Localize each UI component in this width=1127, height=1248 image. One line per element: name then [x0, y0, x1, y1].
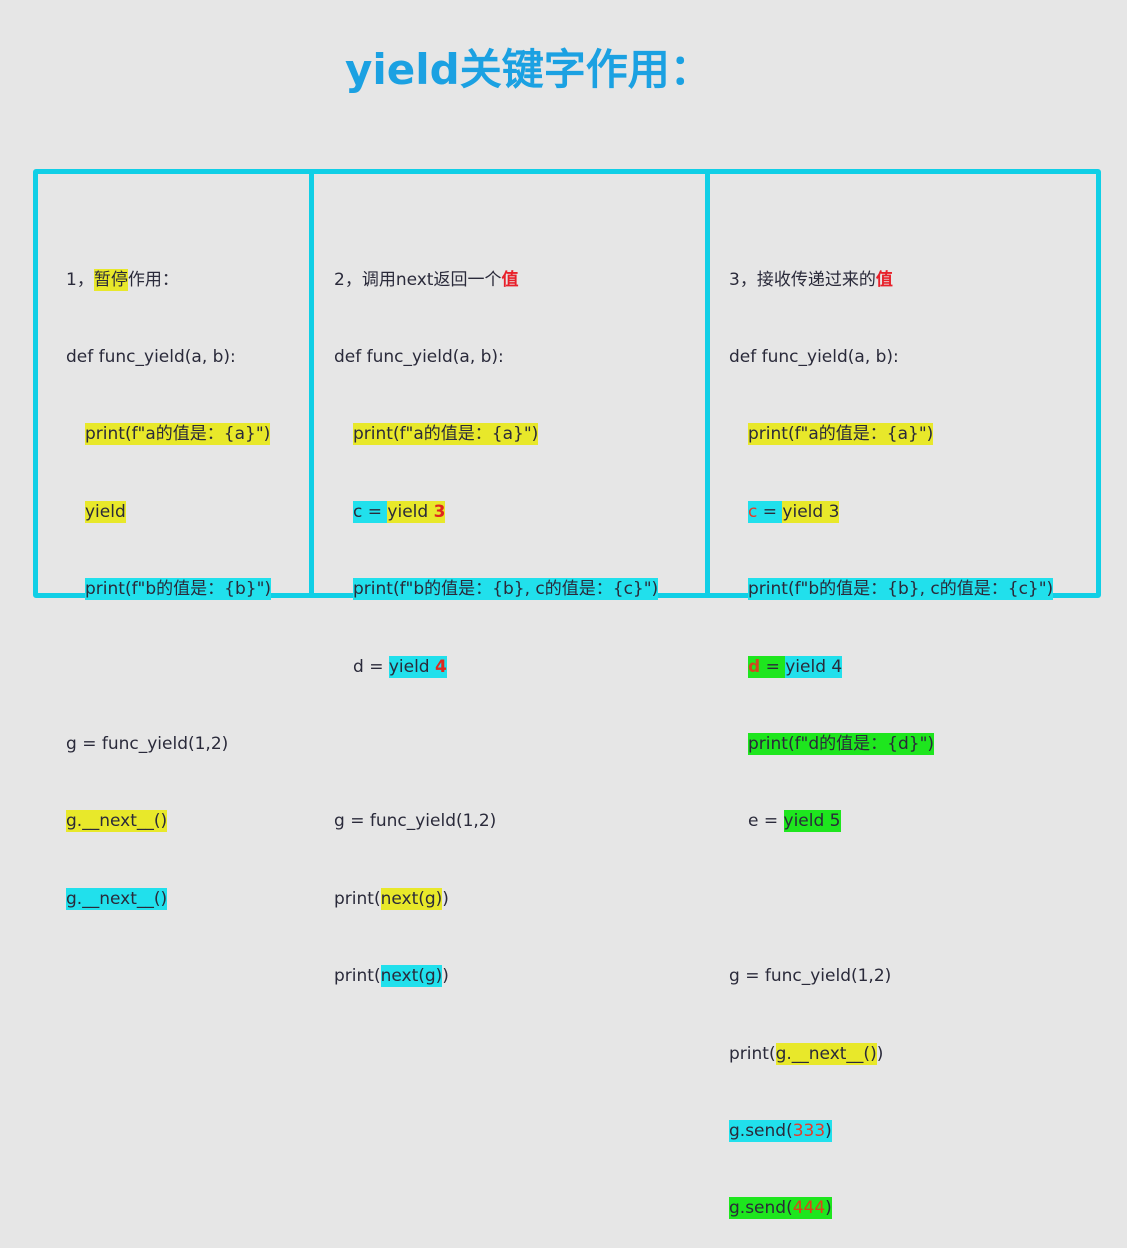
code-line-print-next-2: print(next(g))	[334, 964, 658, 990]
code-d-assign: d =	[353, 656, 389, 677]
heading-text: 2，调用next返回一个	[334, 269, 502, 290]
code-line-print-a: print(f"a的值是：{a}")	[729, 422, 1053, 448]
page-title: yield关键字作用：	[345, 45, 712, 94]
code-print-close: )	[442, 966, 449, 987]
code-line-print-d: print(f"d的值是：{d}")	[729, 732, 1053, 758]
code-line-print-b: print(f"b的值是：{b}")	[66, 577, 272, 603]
panel-divider-2	[705, 169, 710, 598]
panel-heading: 2，调用next返回一个值	[334, 268, 658, 294]
code-send-open: g.send(	[729, 1120, 793, 1141]
code-line-send-333: g.send(333)	[729, 1119, 1053, 1145]
code-print-open: print(	[334, 888, 381, 909]
code-line-print-bc: print(f"b的值是：{b}, c的值是：{c}")	[729, 577, 1054, 603]
code-line-c-yield: c = yield 3	[334, 500, 658, 526]
code-yield-kw: yield	[387, 501, 434, 522]
code-print-open: print(	[334, 966, 381, 987]
code-line-next-2: g.__next__()	[66, 887, 271, 913]
code-print-d: print(f"d的值是：{d}")	[748, 732, 935, 755]
code-c-assign: c =	[353, 500, 388, 523]
code-equals: =	[757, 501, 783, 522]
heading-emphasis: 值	[501, 269, 519, 290]
code-print-a: print(f"a的值是：{a}")	[748, 423, 934, 446]
code-send-value-444: 444	[792, 1198, 826, 1219]
code-line-c-yield: c = yield 3	[729, 500, 1053, 526]
code-yield-kw: yield	[388, 656, 436, 677]
code-line-e-yield: e = yield 5	[729, 809, 1053, 835]
code-line-print-bc: print(f"b的值是：{b}, c的值是：{c}")	[334, 577, 659, 603]
code-yield-value-3: 3	[433, 501, 446, 522]
code-line-d-yield: d = yield 4	[334, 655, 658, 681]
panel-heading: 1，暂停作用：	[66, 268, 271, 294]
code-line-call: g = func_yield(1,2)	[334, 811, 497, 832]
code-print-close: )	[876, 1043, 884, 1064]
code-next-2: g.__next__()	[66, 887, 168, 910]
code-e-assign: e =	[748, 811, 784, 832]
code-yield-4: yield 4	[785, 655, 843, 678]
heading-number: 1，	[66, 269, 94, 290]
code-send-value-333: 333	[792, 1120, 826, 1141]
code-print-a: print(f"a的值是：{a}")	[85, 423, 271, 446]
code-send-open: g.send(	[729, 1198, 793, 1219]
code-line-def: def func_yield(a, b):	[66, 346, 236, 367]
code-send-close: )	[825, 1120, 832, 1141]
code-next-g-2: next(g)	[380, 965, 443, 988]
code-yield-3: yield 3	[782, 500, 840, 523]
heading-emphasis: 值	[875, 269, 893, 290]
code-print-bc: print(f"b的值是：{b}, c的值是：{c}")	[748, 578, 1054, 601]
heading-highlight: 暂停	[93, 268, 128, 291]
panel-heading: 3，接收传递过来的值	[729, 268, 1053, 294]
code-line-call: g = func_yield(1,2)	[729, 966, 892, 987]
code-print-close: )	[442, 888, 449, 909]
panel-send-value: 3，接收传递过来的值 def func_yield(a, b): print(f…	[729, 216, 1054, 1248]
code-line-print-next-1: print(next(g))	[334, 887, 658, 913]
code-print-b: print(f"b的值是：{b}")	[85, 578, 272, 601]
code-yield-5: yield 5	[783, 810, 841, 833]
code-line-yield: yield	[66, 500, 271, 526]
code-yield: yield	[85, 500, 126, 523]
code-print-open: print(	[729, 1043, 776, 1064]
panel-next-return: 2，调用next返回一个值 def func_yield(a, b): prin…	[334, 216, 659, 1016]
panel-pause: 1，暂停作用： def func_yield(a, b): print(f"a的…	[66, 216, 272, 938]
code-line-call: g = func_yield(1,2)	[66, 733, 229, 754]
code-send-close: )	[825, 1198, 832, 1219]
code-var-c: c	[748, 501, 758, 522]
code-print-bc: print(f"b的值是：{b}, c的值是：{c}")	[353, 578, 659, 601]
code-next-g-1: next(g)	[380, 887, 443, 910]
code-line-next-1: g.__next__()	[66, 809, 271, 835]
code-yield-value-4: 4	[435, 656, 447, 677]
panel-divider-1	[309, 169, 314, 598]
code-line-d-yield: d = yield 4	[729, 655, 1053, 681]
code-line-def: def func_yield(a, b):	[729, 346, 899, 367]
code-line-send-444: g.send(444)	[729, 1196, 1053, 1222]
code-print-a: print(f"a的值是：{a}")	[353, 423, 539, 446]
code-line-print-a: print(f"a的值是：{a}")	[334, 422, 658, 448]
code-line-def: def func_yield(a, b):	[334, 346, 504, 367]
heading-text: 作用：	[127, 269, 179, 290]
code-line-print-a: print(f"a的值是：{a}")	[66, 422, 271, 448]
code-next-1: g.__next__()	[66, 810, 168, 833]
code-line-print-next: print(g.__next__())	[729, 1042, 1053, 1068]
code-equals: =	[760, 656, 786, 677]
heading-text: 3，接收传递过来的	[729, 269, 876, 290]
code-next-call: g.__next__()	[775, 1042, 877, 1065]
code-var-d: d	[748, 656, 761, 677]
